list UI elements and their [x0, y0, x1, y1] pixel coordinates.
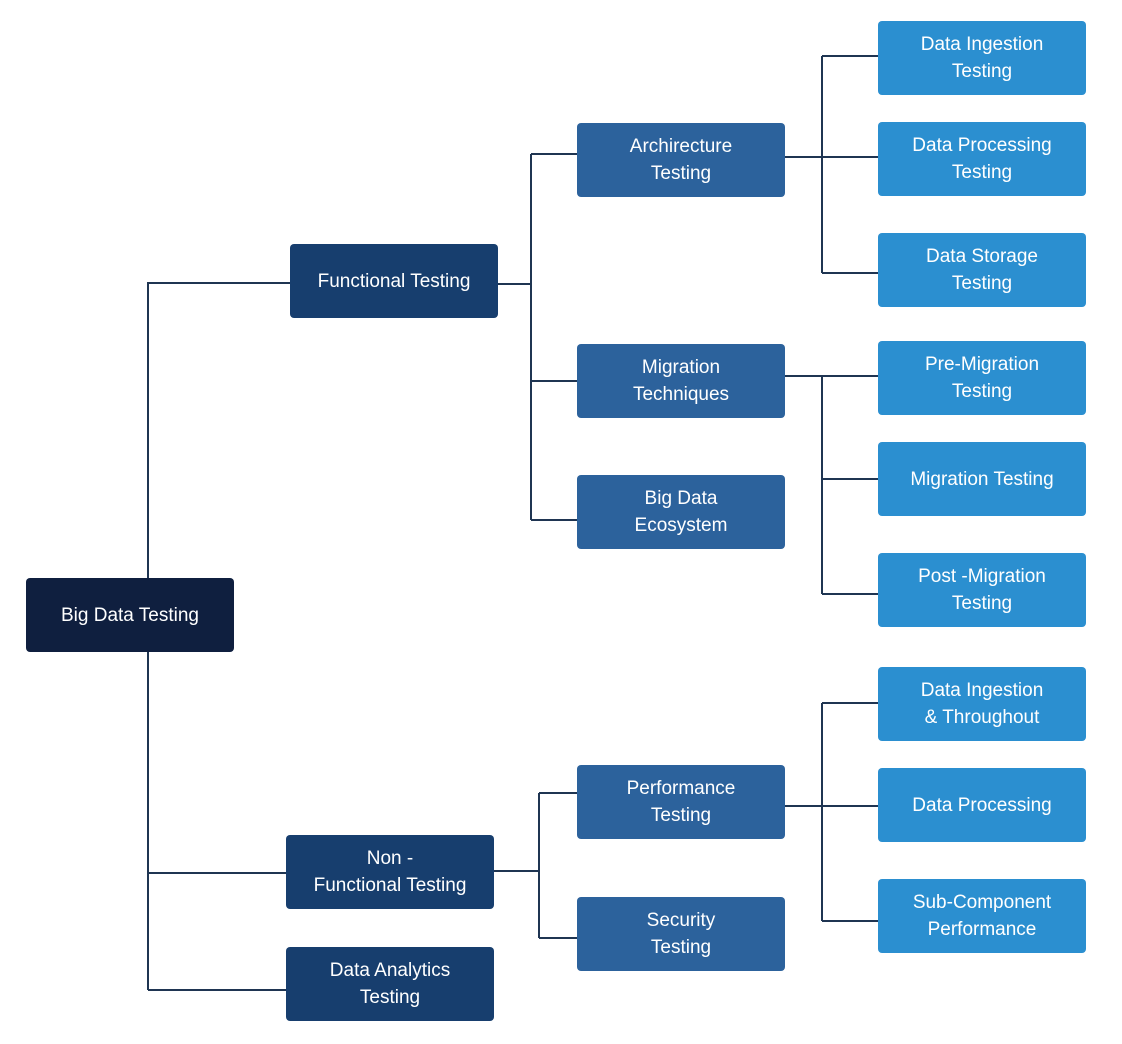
- node-architecture-testing: Archirecture Testing: [577, 123, 785, 197]
- node-sub-component-performance: Sub-Component Performance: [878, 879, 1086, 953]
- node-label: Big Data Ecosystem: [634, 488, 728, 536]
- connector-nonfunctional-spine: [494, 793, 540, 938]
- node-label: Non - Functional Testing: [313, 848, 467, 896]
- node-big-data-testing: Big Data Testing: [26, 578, 234, 652]
- node-migration-techniques: Migration Techniques: [577, 344, 785, 418]
- node-label: Performance Testing: [626, 778, 736, 826]
- node-big-data-ecosystem: Big Data Ecosystem: [577, 475, 785, 549]
- node-data-processing-testing: Data Processing Testing: [878, 122, 1086, 196]
- node-label: Data Storage Testing: [926, 246, 1038, 294]
- node-security-testing: Security Testing: [577, 897, 785, 971]
- node-label: Data Processing Testing: [912, 135, 1052, 183]
- node-post-migration-testing: Post -Migration Testing: [878, 553, 1086, 627]
- node-non-functional-testing: Non - Functional Testing: [286, 835, 494, 909]
- node-label: Migration Testing: [910, 468, 1054, 490]
- connector-performance-spine: [785, 703, 823, 921]
- node-label: Data Ingestion & Throughout: [920, 680, 1044, 728]
- node-pre-migration-testing: Pre-Migration Testing: [878, 341, 1086, 415]
- node-label: Functional Testing: [317, 270, 471, 292]
- node-data-storage-testing: Data Storage Testing: [878, 233, 1086, 307]
- node-label: Sub-Component Performance: [912, 892, 1052, 940]
- connector-functional-spine: [498, 154, 532, 520]
- node-label: Post -Migration Testing: [918, 566, 1046, 614]
- node-data-ingestion-throughout: Data Ingestion & Throughout: [878, 667, 1086, 741]
- node-functional-testing: Functional Testing: [290, 244, 498, 318]
- node-data-analytics-testing: Data Analytics Testing: [286, 947, 494, 1021]
- node-label: Security Testing: [646, 910, 716, 958]
- node-performance-testing: Performance Testing: [577, 765, 785, 839]
- node-label: Pre-Migration Testing: [924, 354, 1040, 402]
- node-label: Archirecture Testing: [629, 136, 733, 184]
- connector-architecture-spine: [785, 56, 823, 273]
- node-label: Data Analytics Testing: [329, 960, 451, 1008]
- node-data-ingestion-testing: Data Ingestion Testing: [878, 21, 1086, 95]
- node-label: Big Data Testing: [60, 604, 199, 626]
- connector-root-functional: [147, 282, 290, 578]
- node-label: Data Processing: [912, 794, 1052, 816]
- node-migration-testing: Migration Testing: [878, 442, 1086, 516]
- node-label: Migration Techniques: [632, 357, 730, 405]
- node-label: Data Ingestion Testing: [920, 34, 1044, 82]
- node-data-processing: Data Processing: [878, 768, 1086, 842]
- connector-migration-spine: [785, 375, 823, 594]
